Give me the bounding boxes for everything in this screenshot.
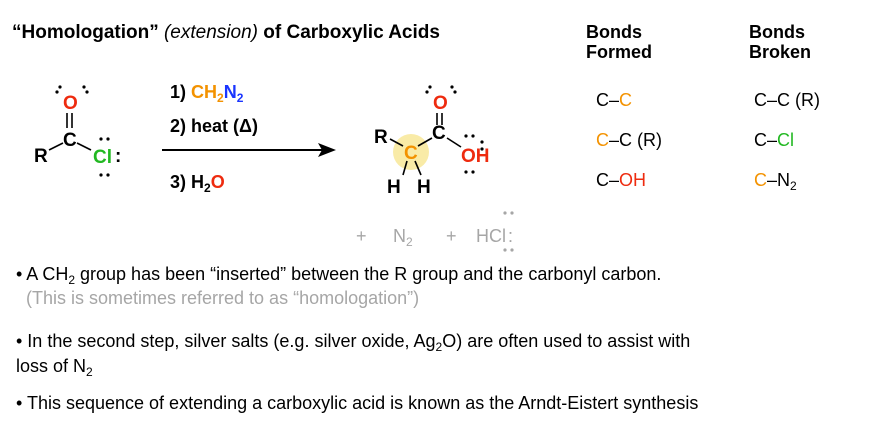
bullet-silver-salts-cont: loss of N2 bbox=[16, 356, 93, 379]
bond-broken-ccl: C–Cl bbox=[754, 130, 794, 151]
title-rest: of Carboxylic Acids bbox=[263, 22, 440, 43]
bullet-text: group has been “inserted” between the R … bbox=[75, 264, 662, 284]
reactant-r-group: R bbox=[34, 146, 48, 167]
product-r-group: R bbox=[374, 127, 388, 148]
product-bonds bbox=[389, 113, 462, 176]
bullet-silver-salts: • In the second step, silver salts (e.g.… bbox=[16, 331, 691, 354]
reagent-n: N bbox=[223, 82, 237, 102]
byproduct-hcl-text: HCl bbox=[476, 226, 506, 246]
reagent-sub2: 2 bbox=[236, 91, 244, 105]
step-3-water: 3) H2O bbox=[170, 172, 225, 195]
bonds-formed-header-line1: Bonds bbox=[586, 22, 642, 42]
bullet-text: • In the second step, silver salts (e.g.… bbox=[16, 331, 436, 351]
byproduct-hcl-pair: : bbox=[508, 226, 514, 246]
reactant-oxygen: O bbox=[63, 93, 78, 114]
bond-broken-cn2: C–N2 bbox=[754, 170, 797, 193]
bond-atom-n: N bbox=[777, 170, 791, 190]
bonds-broken-header-line1: Bonds bbox=[749, 22, 805, 42]
bond-atom: C– bbox=[754, 130, 778, 150]
bullet-text: • A CH bbox=[16, 264, 69, 284]
reagent-sub: 2 bbox=[217, 91, 224, 105]
bond-rest: C–C (R) bbox=[754, 90, 820, 110]
product-new-carbon: C bbox=[404, 143, 418, 164]
byproduct-n-sub: 2 bbox=[406, 235, 413, 249]
bullet-inserted: • A CH2 group has been “inserted” betwee… bbox=[16, 264, 662, 287]
bullet-arndt-eistert: • This sequence of extending a carboxyli… bbox=[16, 393, 699, 413]
bonds-broken-header-line2: Broken bbox=[749, 42, 812, 62]
bond-formed-ccr: C–C (R) bbox=[596, 130, 662, 151]
byproduct-hcl: HCl: bbox=[476, 226, 513, 247]
title-quoted: “Homologation” bbox=[12, 22, 159, 43]
reactant-lone-pairs bbox=[55, 85, 110, 177]
bullet-sub: 2 bbox=[86, 365, 93, 379]
water-o: O bbox=[210, 172, 225, 192]
step-number: 3) H bbox=[170, 172, 205, 192]
reaction-arrow-head bbox=[318, 143, 336, 157]
bonds-broken-header: Bonds Broken bbox=[749, 22, 811, 62]
byproduct-n: N bbox=[393, 226, 406, 246]
bullet-sub: 2 bbox=[68, 273, 76, 287]
bond-atom: C– bbox=[596, 170, 620, 190]
step-1-reagent: 1) CH2N2 bbox=[170, 82, 244, 105]
bullet-text: loss of N bbox=[16, 356, 87, 376]
bullet-sub: 2 bbox=[435, 340, 443, 354]
byproduct-plus-1: + bbox=[356, 226, 367, 246]
bond-atom-new: C bbox=[596, 130, 609, 150]
bond-formed-coh: C–OH bbox=[596, 170, 646, 191]
bond-dash: – bbox=[609, 90, 620, 110]
bond-broken-ccr: C–C (R) bbox=[754, 90, 820, 111]
bond-rest: –C (R) bbox=[609, 130, 662, 150]
byproduct-lone-pairs bbox=[503, 211, 514, 252]
step-2-heat: 2) heat (Δ) bbox=[170, 116, 258, 136]
title-italic: (extension) bbox=[163, 22, 258, 43]
bonds-formed-header-line2: Formed bbox=[586, 42, 653, 62]
product-lone-pairs bbox=[425, 85, 484, 174]
product-hydroxyl: OH bbox=[461, 146, 490, 167]
bond-atom-oh: OH bbox=[619, 170, 647, 190]
byproduct-plus-2: + bbox=[446, 226, 457, 246]
byproduct-n2: N2 bbox=[393, 226, 413, 249]
bond-formed-cc: C–C bbox=[596, 90, 632, 111]
reactant-bonds bbox=[48, 113, 92, 151]
highlight-circle bbox=[393, 134, 429, 170]
product-hydrogen-1: H bbox=[387, 177, 401, 198]
bullet-note: (This is sometimes referred to as “homol… bbox=[26, 288, 420, 308]
bond-atom-cl: Cl bbox=[777, 130, 795, 150]
water-sub: 2 bbox=[204, 181, 211, 195]
reactant-chlorine-pair: : bbox=[115, 146, 121, 167]
bond-atom-c: C bbox=[754, 170, 767, 190]
bullet-text: O) are often used to assist with bbox=[442, 331, 691, 351]
page-title: “Homologation” (extension) of Carboxylic… bbox=[12, 22, 440, 44]
bond-atom: C bbox=[596, 90, 609, 110]
bond-dash: – bbox=[767, 170, 778, 190]
reagent-ch: CH bbox=[191, 82, 218, 102]
reactant-carbonyl-carbon: C bbox=[63, 130, 77, 151]
bonds-formed-header: Bonds Formed bbox=[586, 22, 652, 62]
product-carbonyl-oxygen: O bbox=[433, 93, 448, 114]
bond-subscript: 2 bbox=[790, 179, 797, 193]
product-carbonyl-carbon: C bbox=[432, 123, 446, 144]
step-number: 1) bbox=[170, 82, 192, 102]
bond-atom-new: C bbox=[619, 90, 633, 110]
product-hydrogen-2: H bbox=[417, 177, 431, 198]
reactant-chlorine: Cl bbox=[93, 147, 112, 168]
